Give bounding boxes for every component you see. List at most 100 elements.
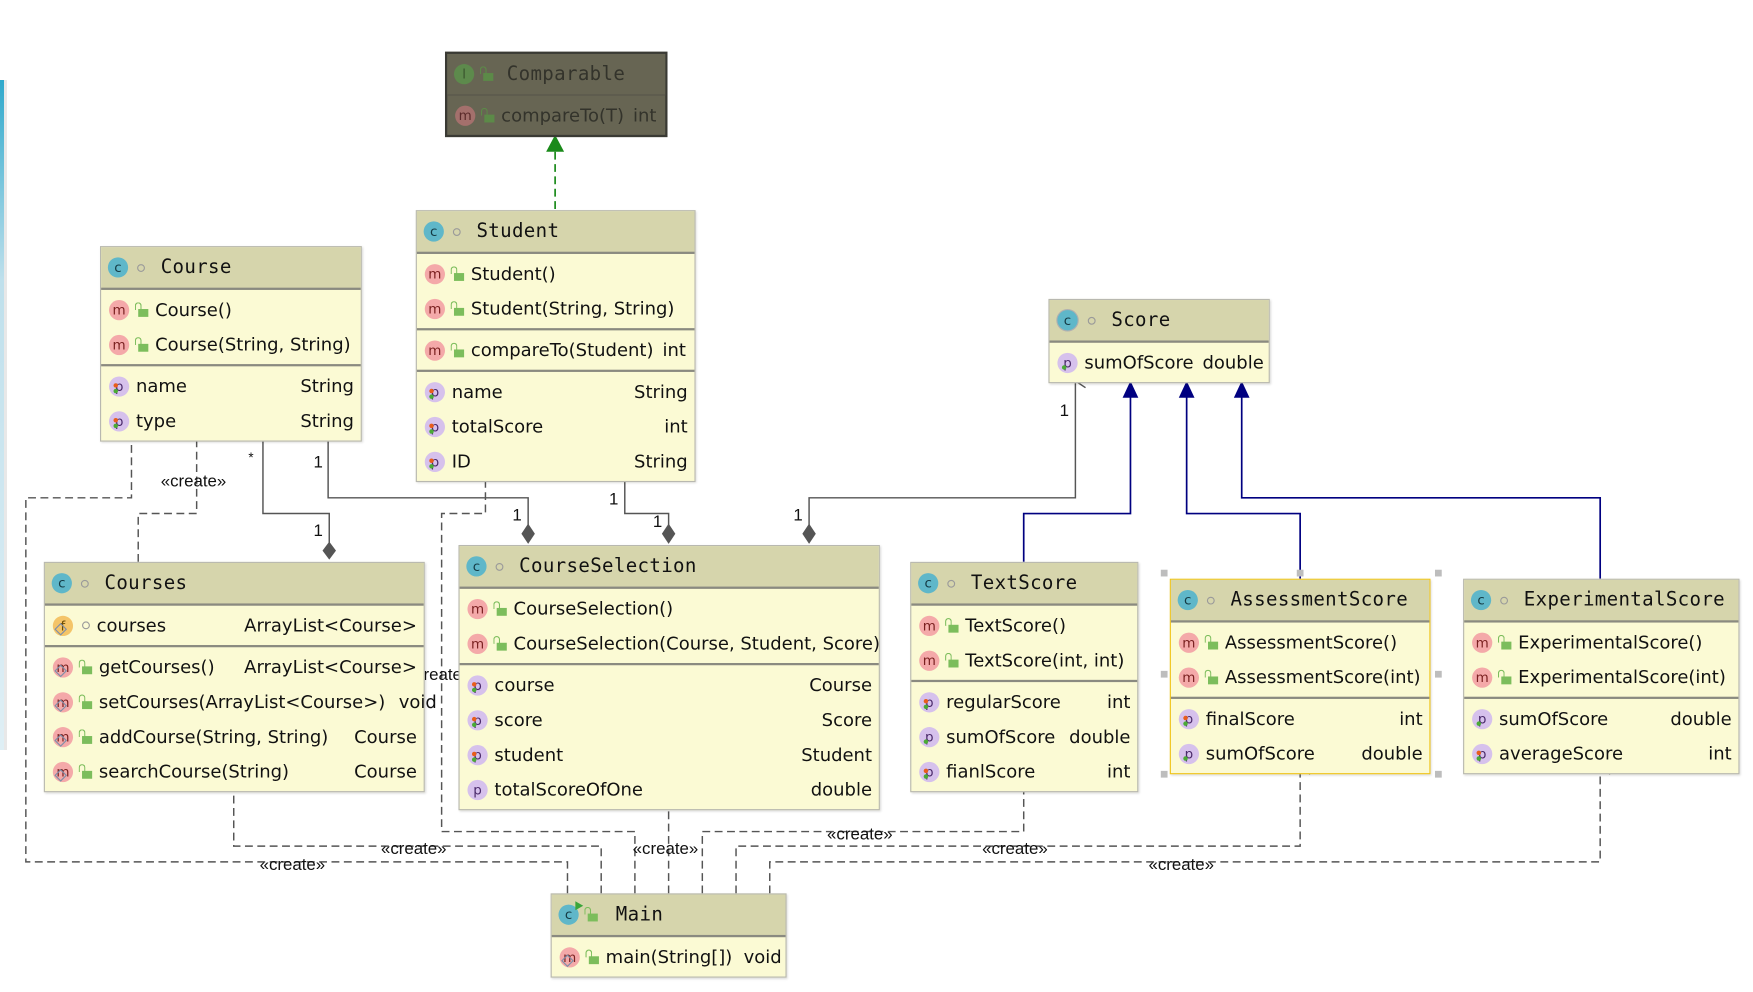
- resize-handle[interactable]: [1160, 569, 1168, 577]
- class-header[interactable]: I Comparable: [447, 53, 666, 96]
- runnable-class-icon: c: [558, 901, 584, 925]
- resize-handle[interactable]: [1296, 569, 1304, 577]
- class-header[interactable]: c Course: [101, 247, 361, 290]
- generalization-assessmentscore-score[interactable]: [1178, 380, 1301, 579]
- create-main-experimentalscore[interactable]: [769, 768, 1600, 894]
- resize-handle[interactable]: [1434, 770, 1442, 778]
- composition-courseselection-course[interactable]: [328, 434, 535, 544]
- resize-handle[interactable]: [1160, 670, 1168, 678]
- public-lock-icon: [1204, 634, 1219, 650]
- method-icon: m: [424, 339, 445, 361]
- create-courses-course[interactable]: [137, 434, 196, 562]
- member-type: Course: [354, 760, 417, 783]
- class-comparable[interactable]: I Comparable m compareTo(T) int: [444, 51, 668, 138]
- public-lock-icon: [450, 300, 465, 317]
- member-name: sumOfScore: [1205, 742, 1315, 765]
- create-main-course[interactable]: [25, 434, 569, 894]
- realization-student-comparable[interactable]: [546, 134, 565, 210]
- create-main-courses[interactable]: [234, 784, 602, 894]
- property-icon: p: [919, 691, 940, 712]
- class-header[interactable]: c AssessmentScore: [1170, 579, 1430, 623]
- create-main-assessmentscore[interactable]: [735, 768, 1300, 894]
- composition-courseselection-score[interactable]: [802, 381, 1075, 544]
- create-main-student[interactable]: [440, 469, 636, 894]
- generalization-experimentalscore-score[interactable]: [1233, 380, 1602, 579]
- member-name: regularScore: [946, 691, 1061, 713]
- field-icon: f: [52, 615, 74, 636]
- member-name: name: [451, 380, 503, 403]
- class-header[interactable]: c Main: [551, 894, 786, 938]
- multiplicity-label: 1: [512, 505, 522, 525]
- resize-handle[interactable]: [1434, 569, 1442, 577]
- member-name: course: [494, 674, 555, 696]
- method-row[interactable]: m compareTo(T) int: [447, 98, 665, 133]
- member-name: totalScoreOfOne: [494, 778, 643, 801]
- method-icon: m: [455, 105, 476, 126]
- class-header[interactable]: c ExperimentalScore: [1464, 579, 1739, 623]
- class-header[interactable]: c Score: [1049, 300, 1269, 343]
- resize-handle[interactable]: [1160, 770, 1168, 778]
- member-type: Course: [809, 674, 873, 696]
- generalization-textscore-score[interactable]: [1022, 380, 1139, 562]
- member-type: void: [398, 691, 437, 713]
- multiplicity-label: 1: [313, 452, 323, 472]
- composition-courses-course[interactable]: [263, 434, 336, 560]
- class-header[interactable]: c Student: [416, 211, 695, 254]
- package-private-icon: [452, 227, 461, 236]
- class-header[interactable]: c TextScore: [911, 562, 1138, 606]
- class-header[interactable]: c Courses: [44, 562, 424, 606]
- method-icon: m: [467, 633, 488, 654]
- method-icon: m: [1472, 632, 1493, 653]
- resize-handle[interactable]: [1434, 670, 1442, 678]
- class-header[interactable]: c CourseSelection: [459, 546, 879, 589]
- member-type: double: [1069, 725, 1131, 748]
- member-type: int: [664, 415, 688, 438]
